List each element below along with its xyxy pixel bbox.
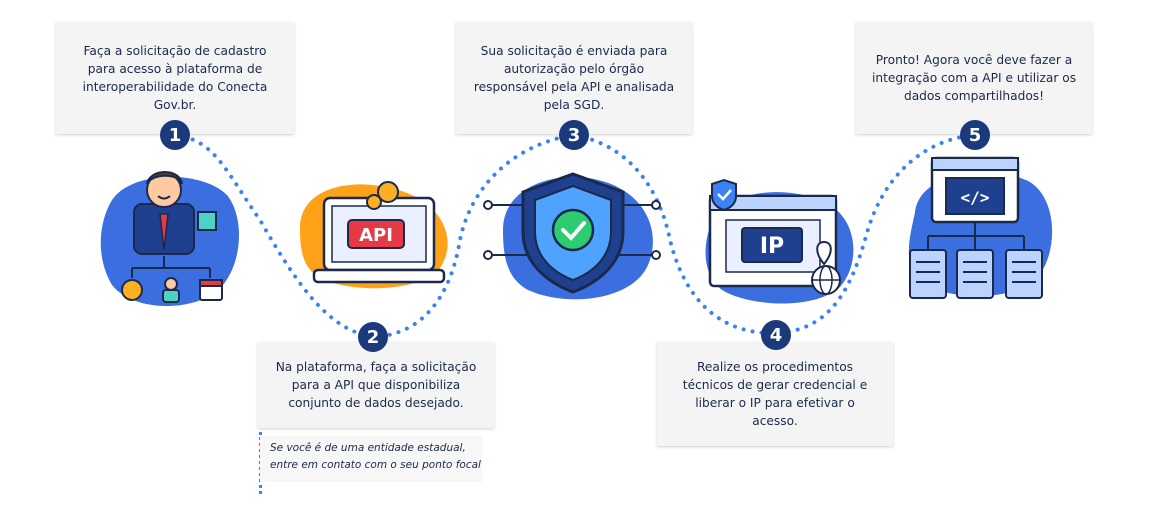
laptop-api-icon: API — [300, 181, 448, 289]
step-3-box: Sua solicitação é enviada para autorizaç… — [456, 22, 692, 134]
step-5-badge: 5 — [960, 120, 990, 150]
step-4-box: Realize os procedimentos técnicos de ger… — [657, 342, 893, 446]
step-1-badge: 1 — [160, 120, 190, 150]
step-2-text: Na plataforma, faça a solicitação para a… — [275, 360, 477, 410]
step-2-box: Na plataforma, faça a solicitação para a… — [258, 342, 494, 428]
ip-window-icon: IP — [705, 178, 854, 304]
step-5-box: Pronto! Agora você deve fazer a integraç… — [856, 22, 1092, 134]
api-screen-label: API — [359, 225, 393, 246]
note-line-1: Se você é de uma entidade estadual, — [270, 442, 466, 454]
step-5-text: Pronto! Agora você deve fazer a integraç… — [871, 53, 1077, 103]
svg-text:</>: </> — [961, 188, 990, 207]
step-1-text: Faça a solicitação de cadastro para aces… — [82, 44, 268, 112]
step-3-badge: 3 — [559, 120, 589, 150]
step-1-box: Faça a solicitação de cadastro para aces… — [56, 22, 294, 134]
step-4-badge: 4 — [761, 320, 791, 350]
step-4-text: Realize os procedimentos técnicos de ger… — [682, 360, 868, 428]
step-3-text: Sua solicitação é enviada para autorizaç… — [473, 44, 675, 112]
ip-screen-label: IP — [760, 234, 784, 259]
code-hierarchy-icon: </> — [908, 156, 1053, 299]
note-line-2: entre em contato com o seu ponto focal — [270, 459, 481, 471]
state-entity-note: Se você é de uma entidade estadual, entr… — [260, 436, 482, 482]
step-2-badge: 2 — [358, 322, 388, 352]
person-network-icon — [100, 171, 239, 307]
shield-check-icon — [483, 172, 661, 300]
